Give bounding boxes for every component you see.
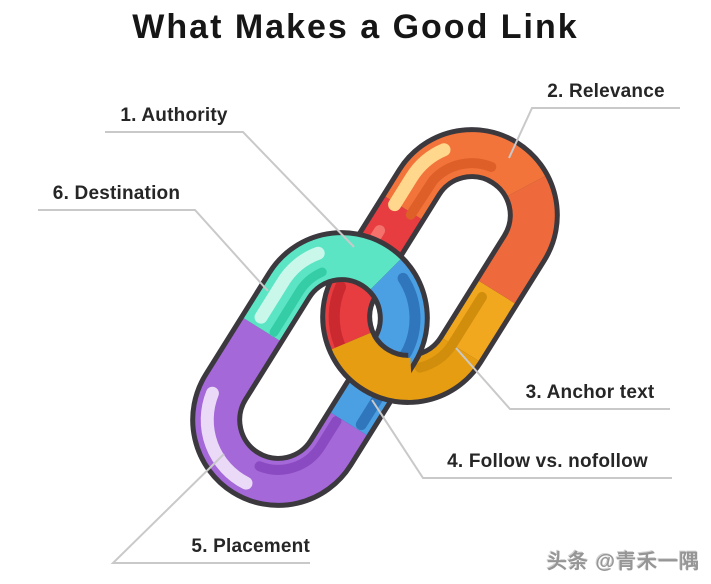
- watermark-text: 头条 @青禾一隅: [546, 551, 700, 573]
- red-segment-shade: [328, 281, 347, 351]
- label-relevance: 2. Relevance: [547, 81, 665, 102]
- upper-link-front-crossing: [330, 332, 413, 405]
- yellow-segment-shade: [414, 291, 487, 373]
- leader-line-anchor: [455, 347, 670, 410]
- leader-line-destination: [38, 209, 269, 292]
- teal-segment-shade: [269, 267, 327, 337]
- purple-segment: [195, 318, 367, 503]
- purple-segment-shade: [254, 415, 342, 475]
- yellow-segment: [442, 280, 515, 361]
- front-crossing-yellow: [332, 333, 413, 400]
- teal-segment-highlight: [254, 246, 325, 324]
- label-destination: 6. Destination: [52, 183, 181, 204]
- leader-line-authority: [105, 131, 355, 248]
- leader-line-relevance: [508, 107, 680, 159]
- blue-segment: [330, 259, 425, 436]
- orange-segment: [385, 132, 546, 219]
- label-authority: 1. Authority: [120, 105, 228, 126]
- label-anchor-text: 3. Anchor text: [525, 382, 655, 403]
- diagram-title: What Makes a Good Link: [132, 8, 579, 46]
- leader-line-placement: [110, 453, 310, 564]
- purple-segment-highlight: [200, 386, 253, 490]
- orange-segment-shade: [405, 158, 497, 220]
- teal-segment: [243, 235, 401, 341]
- leader-line-follow: [371, 399, 672, 479]
- label-follow-nofollow: 4. Follow vs. nofollow: [447, 451, 648, 472]
- orange-segment-dark-tip: [479, 176, 555, 304]
- orange-segment-highlight: [388, 143, 451, 212]
- blue-segment-shade: [355, 272, 421, 431]
- label-placement: 5. Placement: [191, 536, 310, 557]
- red-segment: [325, 196, 422, 350]
- leader-lines: [38, 107, 680, 564]
